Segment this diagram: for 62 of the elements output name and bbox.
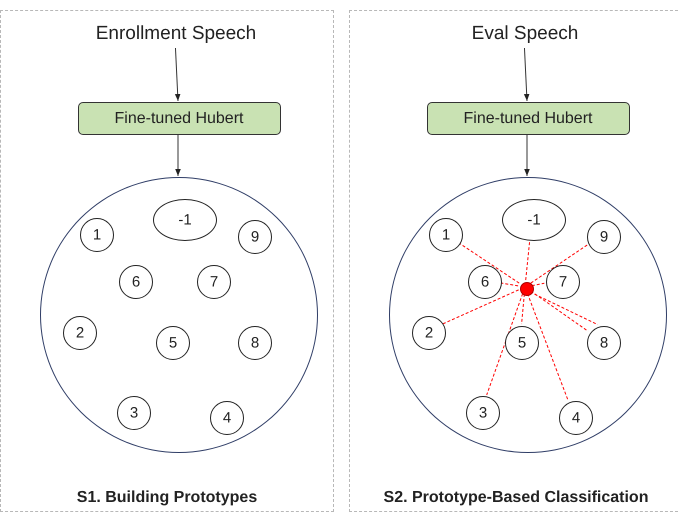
- cluster-circle: [546, 265, 580, 299]
- cluster-label: 2: [74, 324, 86, 342]
- cluster-circle: [468, 265, 502, 299]
- cluster-circle: [238, 220, 272, 254]
- cluster-circle: [156, 326, 190, 360]
- cluster-label: 8: [598, 334, 610, 352]
- cluster-label: 3: [478, 404, 488, 422]
- cluster-label: 5: [516, 334, 528, 352]
- embedding-space-circle: [389, 177, 667, 453]
- cluster-circle: [117, 396, 151, 430]
- cluster-label: 2: [424, 324, 434, 342]
- cluster-label: 6: [480, 274, 490, 290]
- cluster-label: 7: [208, 274, 220, 290]
- cluster-circle: [80, 218, 114, 252]
- cluster-circle: [429, 218, 463, 252]
- box-label: Fine-tuned Hubert: [114, 110, 244, 128]
- cluster-label: 7: [558, 274, 568, 290]
- cluster-circle: [559, 401, 593, 435]
- cluster-circle: [587, 326, 621, 360]
- cluster-label: 4: [222, 410, 232, 426]
- input-label: Enrollment Speech: [94, 23, 258, 45]
- model-box: [78, 102, 280, 135]
- cluster-circle: [587, 220, 621, 254]
- panel-title: S2. Prototype-Based Classification: [382, 489, 650, 507]
- dashed-line: [521, 293, 525, 325]
- dashed-line: [458, 242, 520, 284]
- cluster-circle: [412, 316, 446, 350]
- arrow: [524, 134, 530, 176]
- cluster-label: 4: [570, 410, 582, 426]
- dashed-panel: [349, 10, 679, 512]
- cluster-circle: [505, 326, 539, 360]
- arrow: [174, 48, 180, 102]
- panel-title: S1. Building Prototypes: [76, 489, 258, 507]
- embedding-space-circle: [40, 177, 318, 453]
- arrow: [175, 134, 181, 176]
- cluster-label: 9: [598, 228, 610, 246]
- cluster-circle: [238, 326, 272, 360]
- cluster-label: -1: [526, 212, 542, 228]
- cluster-circle: [63, 316, 97, 350]
- box-label: Fine-tuned Hubert: [462, 110, 594, 128]
- cluster-label: 5: [168, 334, 178, 352]
- cluster-label: 1: [440, 226, 452, 244]
- cluster-label: 8: [250, 334, 260, 352]
- cluster-circle: [466, 396, 500, 430]
- cluster-circle: [119, 265, 153, 299]
- dashed-line: [442, 289, 520, 325]
- dashed-line: [526, 293, 568, 401]
- cluster-label: 6: [130, 274, 142, 290]
- dashed-panel: [0, 10, 334, 512]
- arrow: [524, 48, 530, 102]
- cluster-label: 1: [92, 226, 102, 244]
- input-label: Eval Speech: [470, 23, 580, 45]
- cluster-label: 3: [128, 404, 140, 422]
- dashed-line: [486, 293, 524, 396]
- dashed-line: [530, 244, 588, 284]
- cluster-label: -1: [177, 212, 193, 228]
- model-box: [426, 102, 630, 135]
- cluster-label: 9: [250, 228, 260, 246]
- query-point: [520, 282, 534, 296]
- cluster-circle: [197, 265, 231, 299]
- cluster-circle: [210, 401, 244, 435]
- dashed-line: [531, 282, 545, 286]
